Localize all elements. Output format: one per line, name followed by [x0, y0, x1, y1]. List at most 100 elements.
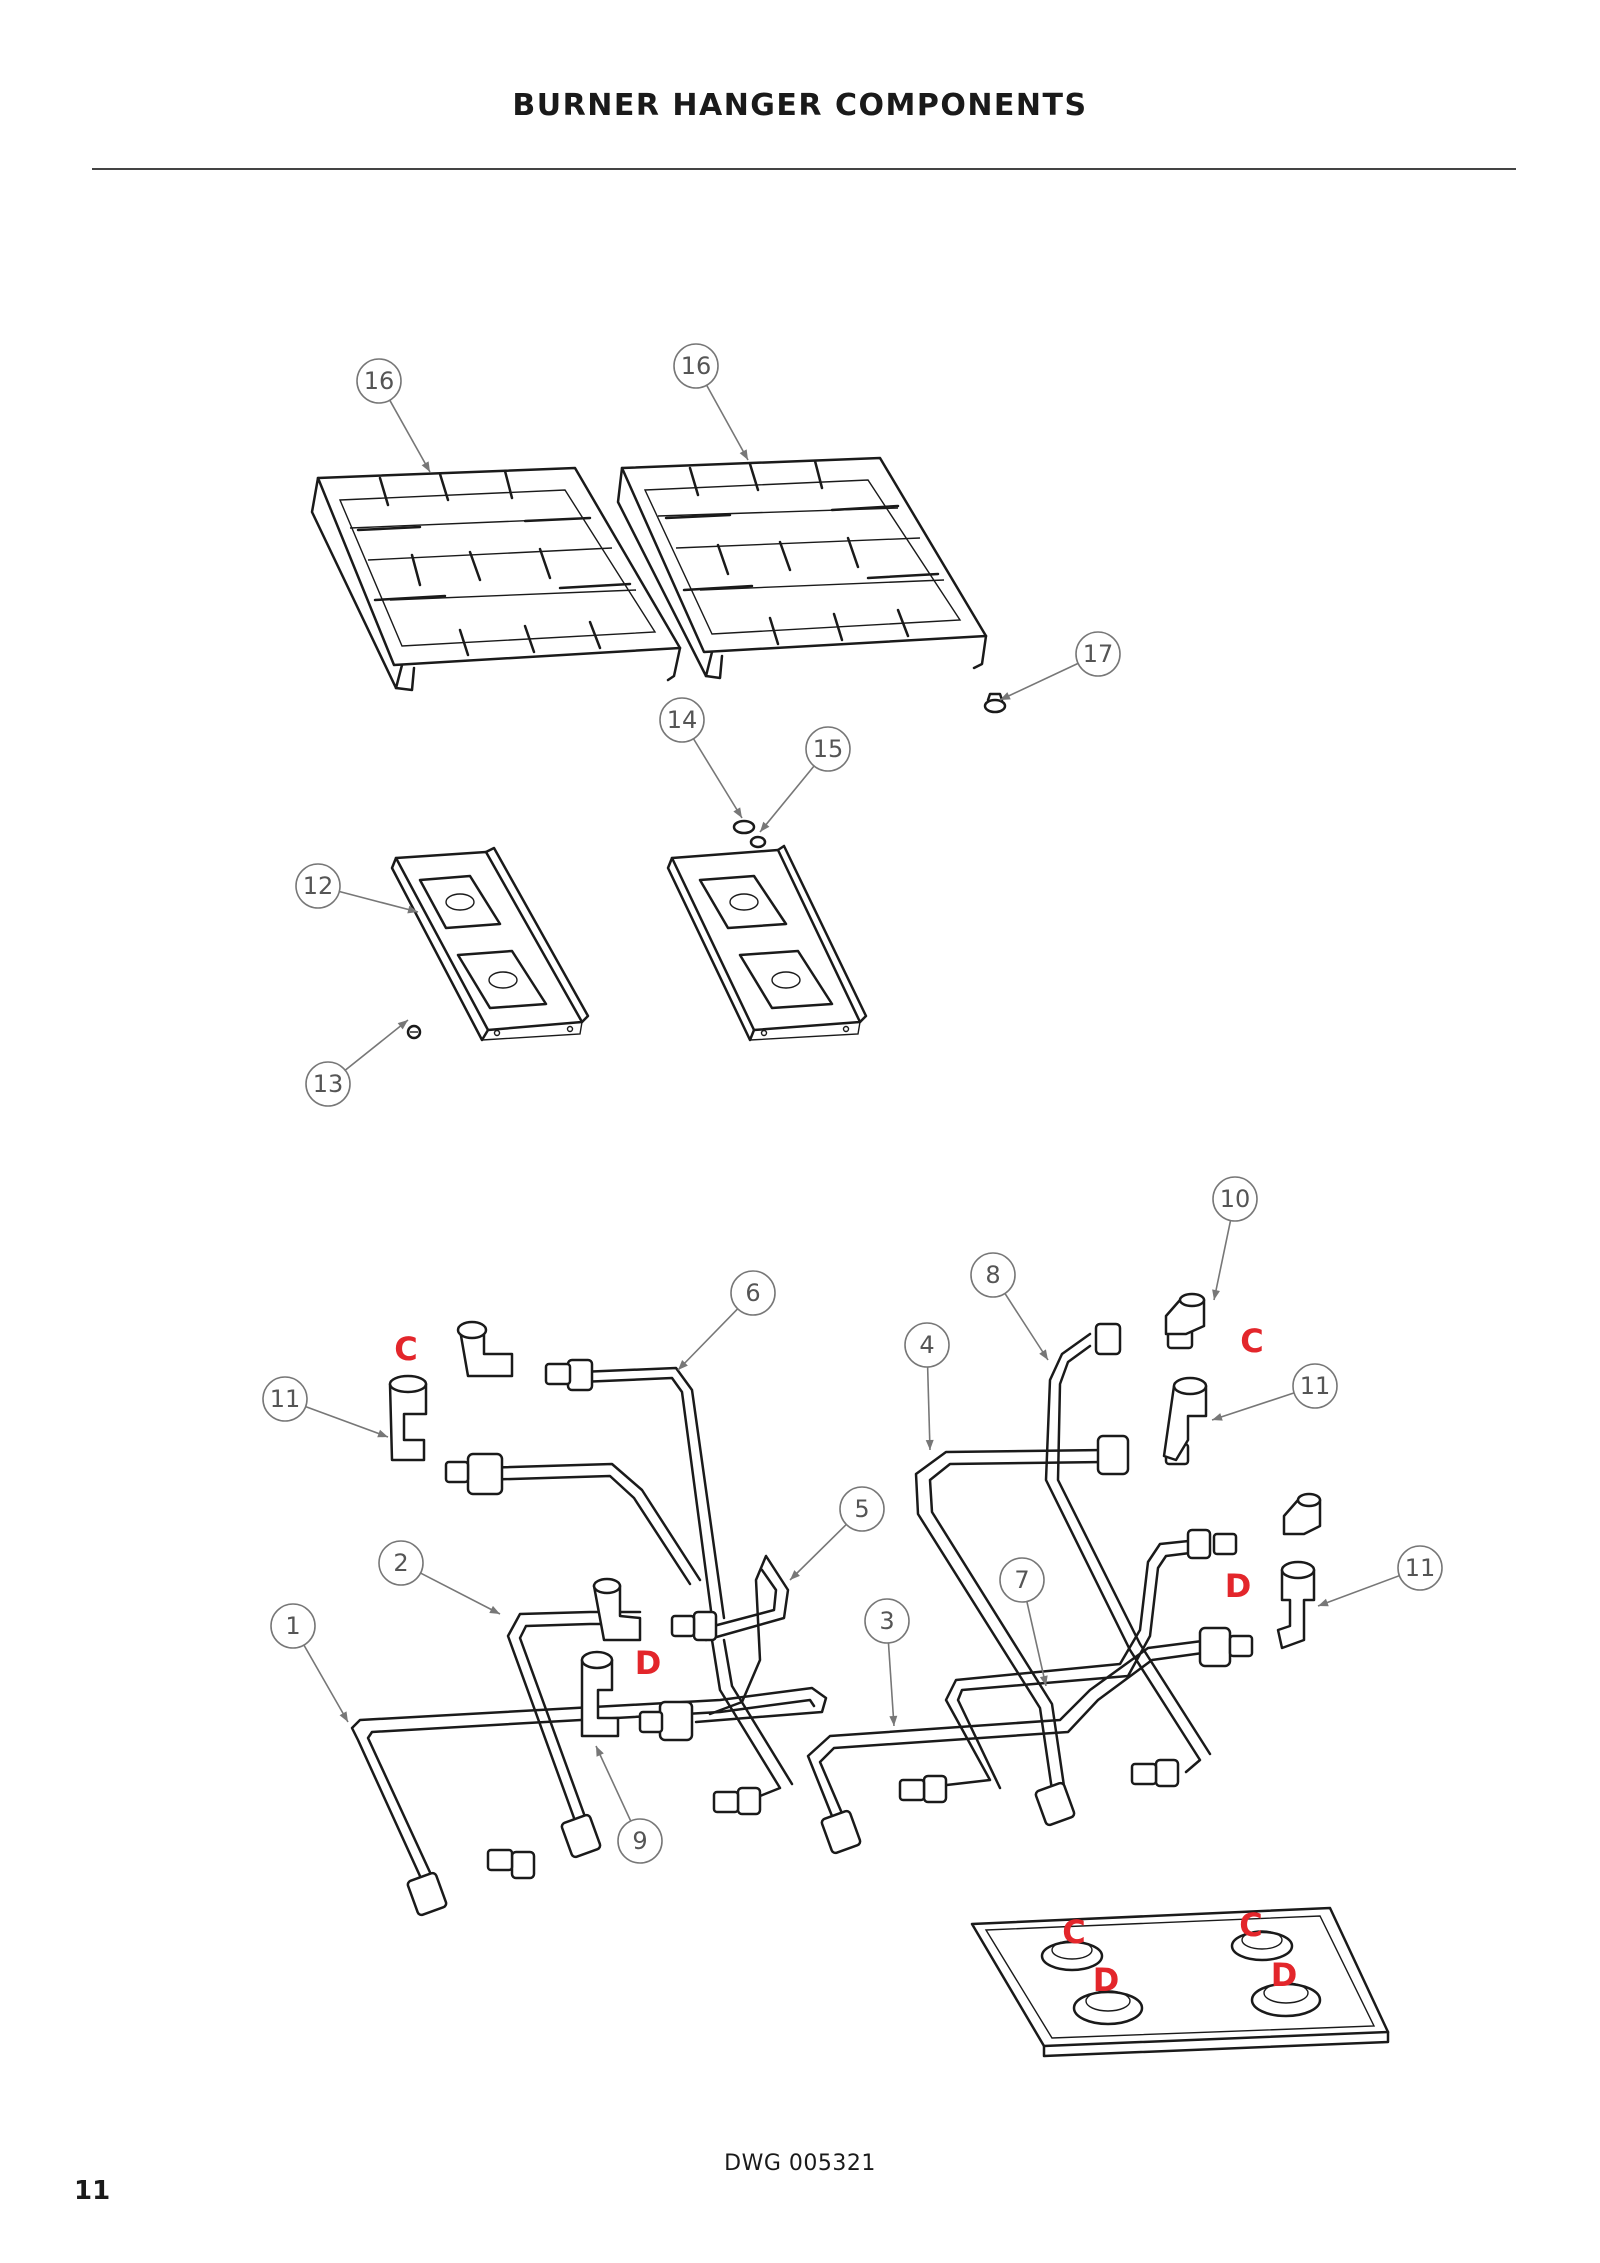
callout-leader [759, 765, 815, 833]
callout-arrowhead [790, 1570, 800, 1580]
burner-tray [970, 1906, 1390, 2058]
callout-arrowhead [1212, 1413, 1223, 1421]
callout-9: 9 [595, 1745, 663, 1864]
callout-arrowhead [407, 905, 418, 914]
connection-marker-d: D [1225, 1567, 1252, 1605]
connection-marker-d: D [1093, 1961, 1120, 1999]
gas-tubes [350, 1332, 1212, 1900]
callout-label: 3 [879, 1607, 894, 1635]
callout-circle [673, 343, 719, 389]
grate-left [310, 466, 682, 692]
callout-leader [1213, 1220, 1232, 1301]
callout-circle [1397, 1545, 1443, 1591]
callout-16: 16 [673, 343, 749, 461]
callout-arrowhead [733, 807, 742, 818]
callout-label: 2 [393, 1549, 408, 1577]
callout-label: 8 [985, 1261, 1000, 1289]
callout-arrowhead [596, 1746, 604, 1757]
callout-arrowhead [739, 449, 748, 460]
callout-leader [789, 1523, 847, 1581]
callout-arrowhead [489, 1605, 500, 1614]
callout-leader [595, 1745, 632, 1822]
nut-part-15 [749, 835, 767, 849]
callout-leader [677, 1308, 739, 1371]
callout-11: 11 [1211, 1363, 1338, 1421]
callout-circle [970, 1252, 1016, 1298]
callout-16: 16 [356, 358, 431, 473]
callout-circle [356, 358, 402, 404]
callout-15: 15 [759, 726, 851, 833]
callout-circle [617, 1818, 663, 1864]
burner-hanger-left [390, 846, 590, 1042]
screw-part-13 [406, 1024, 422, 1040]
tube-fittings [406, 1322, 1254, 1917]
burner-hanger-right [666, 844, 868, 1042]
callout-arrowhead [421, 461, 430, 472]
callout-arrowhead [1318, 1598, 1329, 1607]
callout-leader [887, 1642, 895, 1727]
callout-circle [295, 863, 341, 909]
callout-label: 15 [813, 735, 844, 763]
callout-circle [1212, 1176, 1258, 1222]
callout-circle [839, 1486, 885, 1532]
callout-label: 11 [1300, 1372, 1331, 1400]
callout-label: 11 [270, 1385, 301, 1413]
callout-14: 14 [659, 697, 743, 819]
callout-label: 6 [745, 1279, 760, 1307]
drawing-number: DWG 005321 [724, 2151, 876, 2176]
callout-circle [1075, 631, 1121, 677]
callout-arrowhead [1000, 692, 1011, 700]
callout-2: 2 [378, 1540, 501, 1615]
callout-label: 5 [854, 1495, 869, 1523]
callout-arrowhead [1039, 1349, 1048, 1360]
callout-circle [262, 1376, 308, 1422]
callout-arrowhead [377, 1429, 388, 1438]
callout-label: 1 [285, 1612, 300, 1640]
callout-13: 13 [305, 1019, 409, 1107]
callout-8: 8 [970, 1252, 1049, 1361]
elbow-fittings [388, 1292, 1322, 1738]
grommet-part-17 [983, 692, 1007, 714]
callout-leader [1004, 1293, 1049, 1361]
callout-circle [659, 697, 705, 743]
connection-marker-c: C [1062, 1913, 1085, 1951]
washer-part-14 [732, 819, 756, 835]
callout-circle [1292, 1363, 1338, 1409]
callout-leader [420, 1572, 501, 1615]
title-rule [92, 168, 1516, 170]
callout-leader [926, 1366, 931, 1451]
callout-7: 7 [999, 1557, 1048, 1687]
callout-leader [692, 738, 743, 819]
page-number: 11 [74, 2176, 111, 2206]
callout-leader [1026, 1601, 1047, 1687]
callout-leader [999, 662, 1079, 701]
callout-circle [999, 1557, 1045, 1603]
callout-arrowhead [889, 1715, 898, 1726]
callout-circle [378, 1540, 424, 1586]
page-title: BURNER HANGER COMPONENTS [512, 88, 1088, 123]
callout-leader [344, 1019, 409, 1071]
callout-11: 11 [262, 1376, 389, 1438]
callout-11: 11 [1317, 1545, 1443, 1607]
connection-marker-c: C [1239, 1906, 1262, 1944]
callout-label: 11 [1405, 1554, 1436, 1582]
callout-circle [904, 1322, 950, 1368]
callout-leader [389, 399, 431, 473]
callout-arrowhead [397, 1020, 408, 1030]
callout-arrowhead [678, 1360, 688, 1370]
callout-label: 12 [303, 872, 334, 900]
callout-label: 14 [667, 706, 698, 734]
callout-arrowhead [1039, 1675, 1048, 1686]
callout-circle [730, 1270, 776, 1316]
callout-leader [705, 384, 749, 461]
callout-4: 4 [904, 1322, 950, 1451]
callout-label: 10 [1220, 1185, 1251, 1213]
callout-1: 1 [270, 1603, 349, 1723]
callout-label: 16 [364, 367, 395, 395]
callout-label: 16 [681, 352, 712, 380]
callout-leader [1211, 1392, 1295, 1421]
callout-leader [1317, 1574, 1400, 1607]
callout-3: 3 [864, 1598, 910, 1727]
